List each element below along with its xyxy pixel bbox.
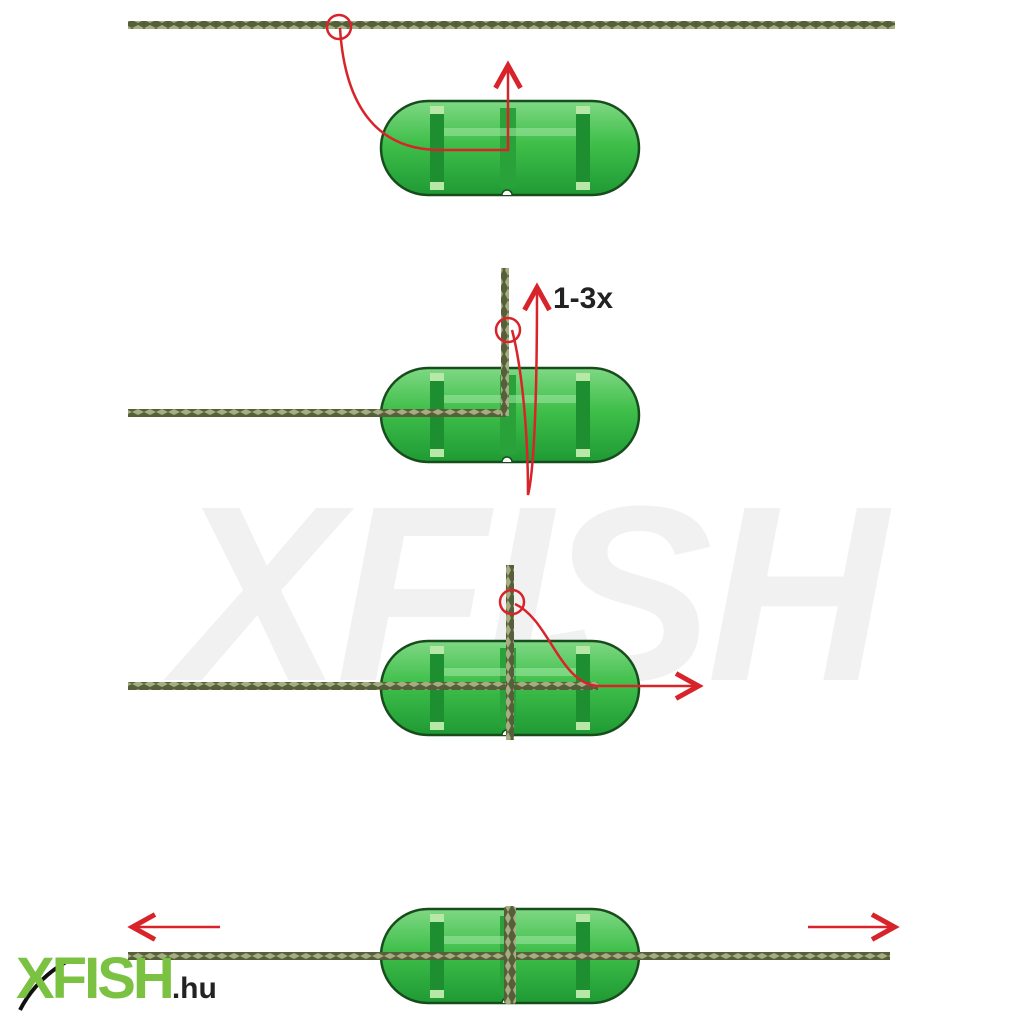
step-1 <box>128 13 895 197</box>
wrap-arrow <box>510 290 537 496</box>
xfish-logo: XFISH.hu <box>16 945 217 1012</box>
loop-marker <box>494 316 522 344</box>
logo-main: XFISH <box>16 946 175 1011</box>
step-3 <box>128 565 696 740</box>
step-2 <box>128 268 641 496</box>
fishing-line-vertical <box>506 565 514 740</box>
loop-marker <box>325 13 353 41</box>
knot-wrap <box>504 906 516 1004</box>
fishing-line <box>128 682 598 690</box>
pull-arrow <box>514 602 696 686</box>
logo-suffix: .hu <box>171 972 217 1005</box>
logo-swoosh <box>18 958 71 1011</box>
loop-marker <box>498 588 526 616</box>
step-4 <box>128 906 892 1005</box>
thread-arrow <box>338 27 508 152</box>
fishing-line <box>128 21 895 29</box>
fishing-line <box>128 409 506 417</box>
wrap-count-label: 1-3x <box>553 282 614 315</box>
